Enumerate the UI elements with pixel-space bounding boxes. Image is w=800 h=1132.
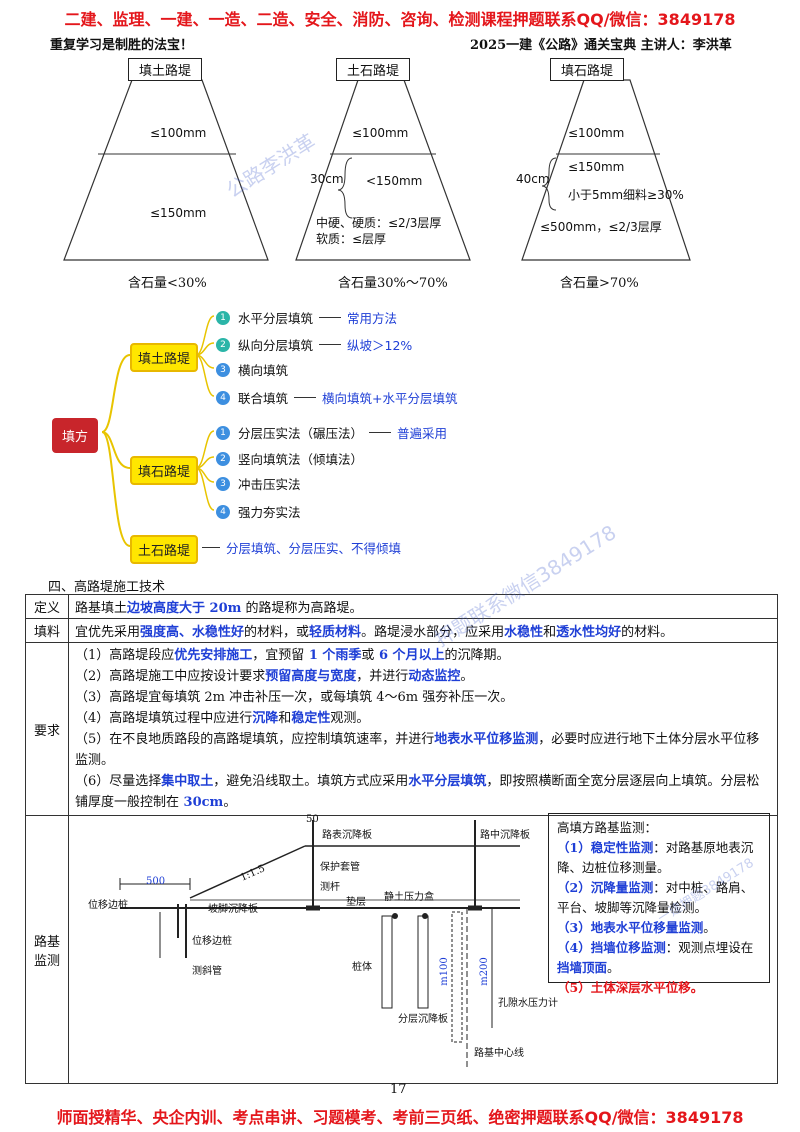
method-item: 1 分层压实法（碾压法） 普遍采用 xyxy=(216,423,447,442)
table-row: 要求 （1）高路堤段应优先安排施工，宜预留 1 个雨季或 6 个月以上的沉降期。… xyxy=(25,642,778,816)
branch-fill-soil: 填土路堤 xyxy=(130,343,199,372)
number-badge: 3 xyxy=(216,476,230,491)
layer-label: 小于5mm细料≥30% xyxy=(568,188,684,202)
layer-label: ≤100mm xyxy=(352,126,409,140)
motto: 重复学习是制胜的法宝！ xyxy=(50,38,194,53)
number-badge: 2 xyxy=(216,451,230,466)
drawing-label: m200 xyxy=(478,957,490,986)
method-text: 强力夯实法 xyxy=(238,505,301,520)
drawing-label: 路表沉降板 xyxy=(322,830,372,841)
method-note: 横向填筑+水平分层填筑 xyxy=(322,391,458,406)
row-header: 要求 xyxy=(25,642,69,816)
drawing-label: 垫层 xyxy=(346,897,366,908)
method-item: 3 冲击压实法 xyxy=(216,474,301,493)
embankment-diagrams xyxy=(63,79,691,261)
number-badge: 4 xyxy=(216,390,230,405)
method-item: 4 联合填筑 横向填筑+水平分层填筑 xyxy=(216,388,458,407)
layer-note: ≤500mm，≤2/3层厚 xyxy=(540,220,662,234)
number-badge: 2 xyxy=(216,337,230,352)
method-item: 2 纵向分层填筑 纵坡＞12% xyxy=(216,335,412,354)
method-note: 分层填筑、分层压实、不得倾填 xyxy=(226,541,402,556)
number-badge: 1 xyxy=(216,425,230,440)
drawing-label: 路中沉降板 xyxy=(480,830,530,841)
layer-label: ≤150mm xyxy=(150,206,207,220)
table-row: 定义 路基填土边坡高度大于 20m 的路堤称为高路堤。 xyxy=(25,594,778,619)
method-text: 纵向分层填筑 xyxy=(238,338,314,353)
layer-label: 40cm xyxy=(516,172,550,186)
embankment-title-earth-rock: 土石路堤 xyxy=(336,58,411,81)
layer-label: ≤150mm xyxy=(568,160,625,174)
layer-label: ≤100mm xyxy=(150,126,207,140)
monitoring-drawing xyxy=(119,820,520,1068)
method-text: 冲击压实法 xyxy=(238,477,301,492)
method-text: 竖向填筑法（倾填法） xyxy=(238,452,364,467)
rock-content-caption: 含石量>70% xyxy=(560,276,639,291)
drawing-label: 孔隙水压力计 xyxy=(498,998,558,1009)
drawing-label: 保护套管 xyxy=(320,862,360,873)
row-header: 定义 xyxy=(25,594,69,619)
method-text: 联合填筑 xyxy=(238,391,289,406)
bottom-banner: 师面授精华、央企内训、考点串讲、习题模考、考前三页纸、绝密押题联系QQ/微信：3… xyxy=(56,1108,744,1127)
method-note: 普遍采用 xyxy=(397,426,448,441)
drawing-label: 静土压力盒 xyxy=(384,892,434,903)
drawing-label: 位移边桩 xyxy=(88,900,128,911)
book-title: 2025一建《公路》通关宝典 主讲人：李洪革 xyxy=(470,38,732,53)
dim-50: 50 xyxy=(306,814,319,825)
requirements-cell: （1）高路堤段应优先安排施工，宜预留 1 个雨季或 6 个月以上的沉降期。 （2… xyxy=(68,642,778,816)
section-title: 四、高路堤施工技术 xyxy=(48,580,166,595)
dim-500: 500 xyxy=(146,876,166,887)
drawing-label: 测斜管 xyxy=(192,966,222,977)
table-row: 填料 宜优先采用强度高、水稳性好的材料，或轻质材料。路堤浸水部分，应采用水稳性和… xyxy=(25,618,778,643)
number-badge: 3 xyxy=(216,362,230,377)
method-item: 3 横向填筑 xyxy=(216,360,288,379)
monitoring-item-5: （5）土体深层水平位移。 xyxy=(557,980,704,995)
branch-fill-rock: 填石路堤 xyxy=(130,456,199,485)
method-text: 水平分层填筑 xyxy=(238,311,314,326)
row-header: 填料 xyxy=(25,618,69,643)
top-banner: 二建、监理、一建、一造、二造、安全、消防、咨询、检测课程押题联系QQ/微信：38… xyxy=(64,10,736,29)
layer-label: 30cm xyxy=(310,172,344,186)
monitoring-title: 高填方路基监测： xyxy=(557,820,658,835)
drawing-label: 路基中心线 xyxy=(474,1048,524,1059)
layer-label: ≤100mm xyxy=(568,126,625,140)
layer-note: 中硬、硬质：≤2/3层厚 xyxy=(316,216,442,230)
method-text: 分层压实法（碾压法） xyxy=(238,426,364,441)
monitoring-notes: 高填方路基监测： （1）稳定性监测：对路基原地表沉降、边桩位移测量。 （2）沉降… xyxy=(548,813,770,995)
method-item: 1 水平分层填筑 常用方法 xyxy=(216,308,397,327)
method-text: 横向填筑 xyxy=(238,363,289,378)
drawing-label: m100 xyxy=(438,957,450,986)
embankment-title-fill-soil: 填土路堤 xyxy=(128,58,203,81)
method-note: 常用方法 xyxy=(347,311,398,326)
drawing-label: 分层沉降板 xyxy=(398,1014,448,1025)
layer-label: <150mm xyxy=(366,174,423,188)
row-header: 路基监测 xyxy=(25,815,69,1084)
branch-earth-rock: 土石路堤 xyxy=(130,535,199,564)
page-number: 17 xyxy=(390,1082,407,1097)
fill-material-cell: 宜优先采用强度高、水稳性好的材料，或轻质材料。路堤浸水部分，应采用水稳性和透水性… xyxy=(68,618,778,643)
drawing-label: 坡脚沉降板 xyxy=(208,904,258,915)
rock-content-caption: 含石量30%～70% xyxy=(338,276,448,291)
method-item: 4 强力夯实法 xyxy=(216,502,301,521)
method-note: 纵坡＞12% xyxy=(347,338,413,353)
mindmap-root: 填方 xyxy=(52,418,99,453)
drawing-label: 桩体 xyxy=(352,962,372,973)
number-badge: 1 xyxy=(216,310,230,325)
earth-rock-note: 分层填筑、分层压实、不得倾填 xyxy=(196,538,401,557)
method-item: 2 竖向填筑法（倾填法） xyxy=(216,449,363,468)
rock-content-caption: 含石量<30% xyxy=(128,276,207,291)
definition-cell: 路基填土边坡高度大于 20m 的路堤称为高路堤。 xyxy=(68,594,778,619)
number-badge: 4 xyxy=(216,504,230,519)
drawing-label: 测杆 xyxy=(320,882,340,893)
layer-note: 软质：≤层厚 xyxy=(316,232,387,246)
drawing-label: 位移边桩 xyxy=(192,936,232,947)
embankment-title-fill-rock: 填石路堤 xyxy=(550,58,625,81)
